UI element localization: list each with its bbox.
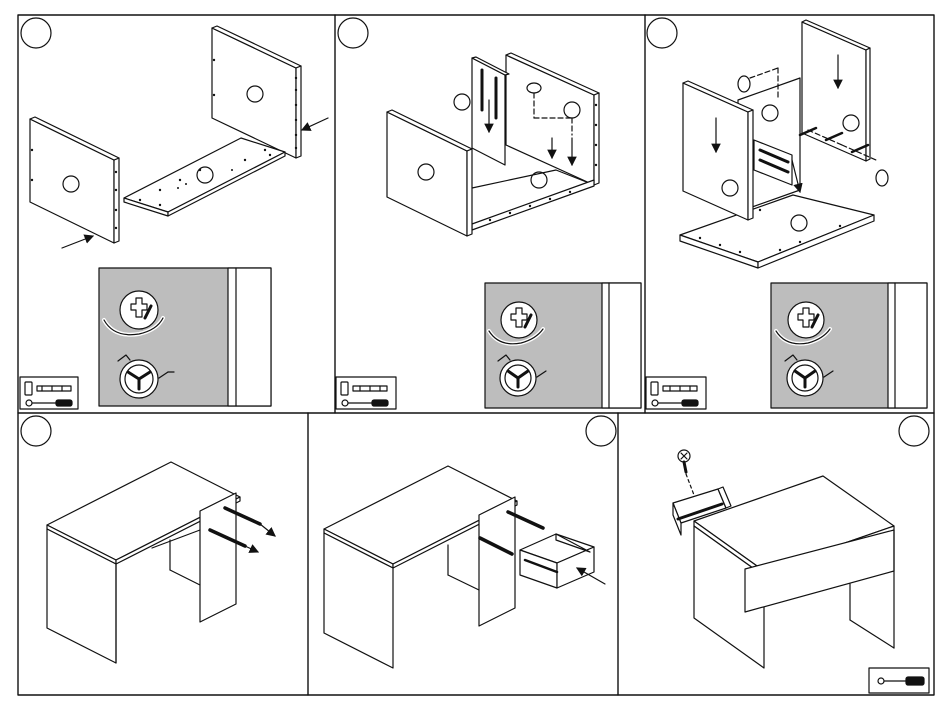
step-6-circle xyxy=(899,416,929,446)
cam-lock-detail xyxy=(771,283,927,408)
tool-box xyxy=(646,377,706,409)
side-panel-left xyxy=(387,110,472,236)
step-1-circle xyxy=(21,18,51,48)
step-3-panel xyxy=(646,20,927,409)
side-panel-right xyxy=(506,53,599,185)
bottom-panel xyxy=(472,170,594,230)
desk xyxy=(324,466,543,668)
assembly-arrow xyxy=(62,236,93,248)
step-2-circle xyxy=(338,18,368,48)
bottom-panel xyxy=(124,138,285,216)
cam-lock-detail xyxy=(485,283,641,408)
step-5-circle xyxy=(586,416,616,446)
side-panel-left xyxy=(30,117,119,243)
tool-box xyxy=(869,668,929,693)
tool-box xyxy=(20,377,78,409)
step-2-panel xyxy=(336,53,641,409)
assembly-arrow xyxy=(302,118,328,130)
drawer-box xyxy=(520,534,605,588)
step-3-circle xyxy=(647,18,677,48)
step-6-panel xyxy=(673,450,929,693)
side-panel-right xyxy=(212,26,301,158)
screw-icon xyxy=(678,450,694,495)
tool-box xyxy=(336,377,396,409)
desk xyxy=(47,462,240,663)
cam-lock-detail xyxy=(99,268,271,406)
step-5-panel xyxy=(324,466,605,668)
side-panel-right xyxy=(802,20,870,161)
bottom-panel xyxy=(680,195,874,268)
step-1-panel xyxy=(20,26,328,409)
step-4-panel xyxy=(47,462,275,663)
step-4-circle xyxy=(21,416,51,446)
